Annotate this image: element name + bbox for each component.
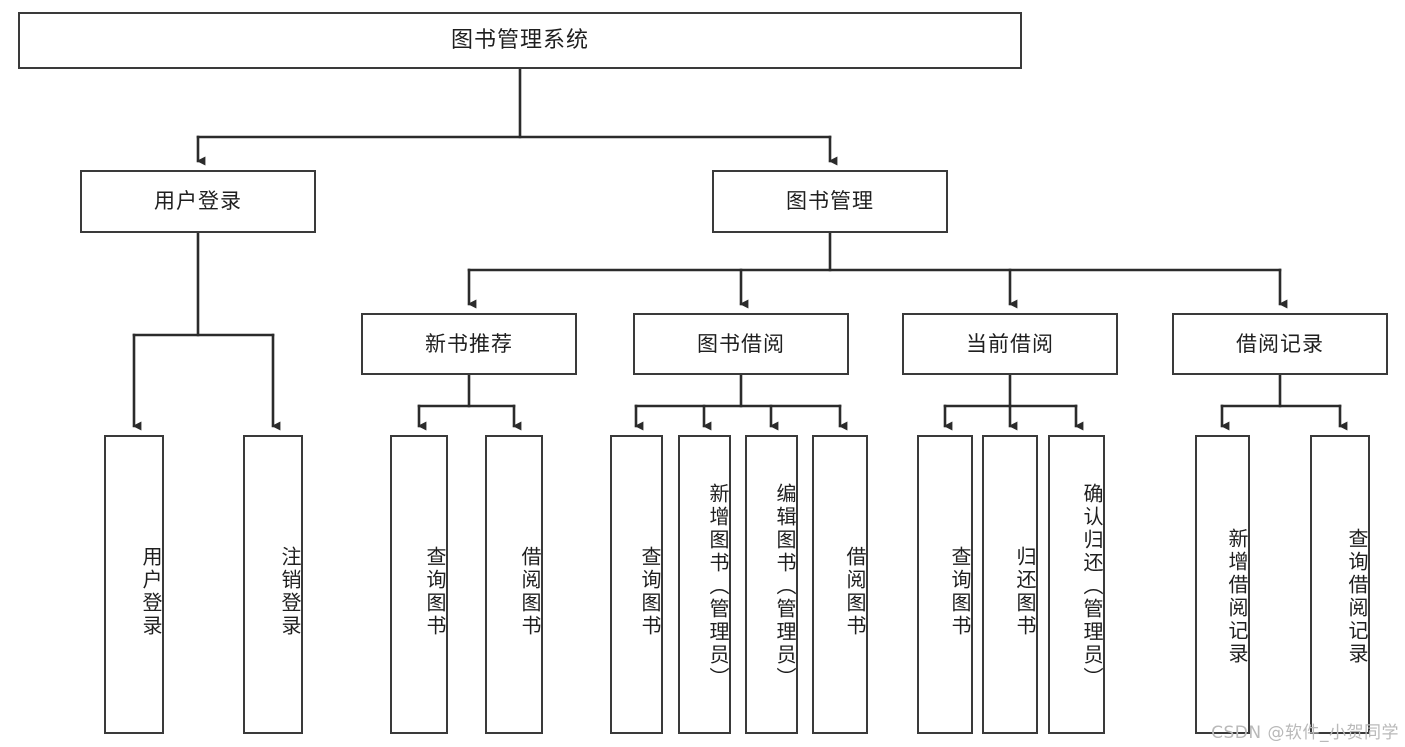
node-leaf-confirm-return-label: 确认归还（管理员）: [1080, 483, 1104, 690]
node-leaf-add-record[interactable]: 新增借阅记录: [1195, 435, 1250, 734]
node-new-book-rec[interactable]: 新书推荐: [361, 313, 577, 375]
node-leaf-add-book-label: 新增图书（管理员）: [706, 483, 730, 690]
node-book-borrow[interactable]: 图书借阅: [633, 313, 849, 375]
node-borrow-record-label: 借阅记录: [1236, 331, 1324, 356]
node-leaf-query-book-1-label: 查询图书: [423, 545, 447, 638]
node-leaf-query-book-2[interactable]: 查询图书: [610, 435, 663, 734]
node-leaf-query-book-3[interactable]: 查询图书: [917, 435, 973, 734]
node-leaf-query-book-2-label: 查询图书: [638, 545, 662, 638]
node-user-login-label: 用户登录: [154, 189, 242, 214]
node-leaf-query-book-3-label: 查询图书: [948, 545, 972, 638]
node-leaf-query-book-1[interactable]: 查询图书: [390, 435, 448, 734]
node-leaf-add-record-label: 新增借阅记录: [1225, 527, 1249, 666]
node-leaf-user-login-label: 用户登录: [139, 545, 163, 638]
node-root-label: 图书管理系统: [450, 27, 589, 53]
node-leaf-user-login[interactable]: 用户登录: [104, 435, 164, 734]
node-user-login[interactable]: 用户登录: [80, 170, 316, 233]
node-leaf-logout-label: 注销登录: [278, 545, 302, 638]
node-leaf-borrow-book-1[interactable]: 借阅图书: [485, 435, 543, 734]
node-leaf-borrow-book-2-label: 借阅图书: [843, 545, 867, 638]
node-leaf-return-book[interactable]: 归还图书: [982, 435, 1038, 734]
node-root[interactable]: 图书管理系统: [18, 12, 1022, 69]
node-leaf-logout[interactable]: 注销登录: [243, 435, 303, 734]
node-leaf-borrow-book-2[interactable]: 借阅图书: [812, 435, 868, 734]
node-leaf-query-record[interactable]: 查询借阅记录: [1310, 435, 1370, 734]
node-leaf-edit-book[interactable]: 编辑图书（管理员）: [745, 435, 798, 734]
node-borrow-record[interactable]: 借阅记录: [1172, 313, 1388, 375]
node-current-borrow[interactable]: 当前借阅: [902, 313, 1118, 375]
node-current-borrow-label: 当前借阅: [966, 331, 1054, 356]
node-book-manage-label: 图书管理: [786, 189, 874, 214]
node-book-borrow-label: 图书借阅: [697, 331, 785, 356]
node-book-manage[interactable]: 图书管理: [712, 170, 948, 233]
node-leaf-confirm-return[interactable]: 确认归还（管理员）: [1048, 435, 1105, 734]
node-leaf-borrow-book-1-label: 借阅图书: [518, 545, 542, 638]
node-leaf-add-book[interactable]: 新增图书（管理员）: [678, 435, 731, 734]
node-new-book-rec-label: 新书推荐: [425, 331, 513, 356]
node-leaf-edit-book-label: 编辑图书（管理员）: [773, 483, 797, 690]
node-leaf-query-record-label: 查询借阅记录: [1345, 527, 1369, 666]
node-leaf-return-book-label: 归还图书: [1013, 545, 1037, 638]
csdn-watermark: CSDN @软件_小贺同学: [1211, 723, 1399, 743]
